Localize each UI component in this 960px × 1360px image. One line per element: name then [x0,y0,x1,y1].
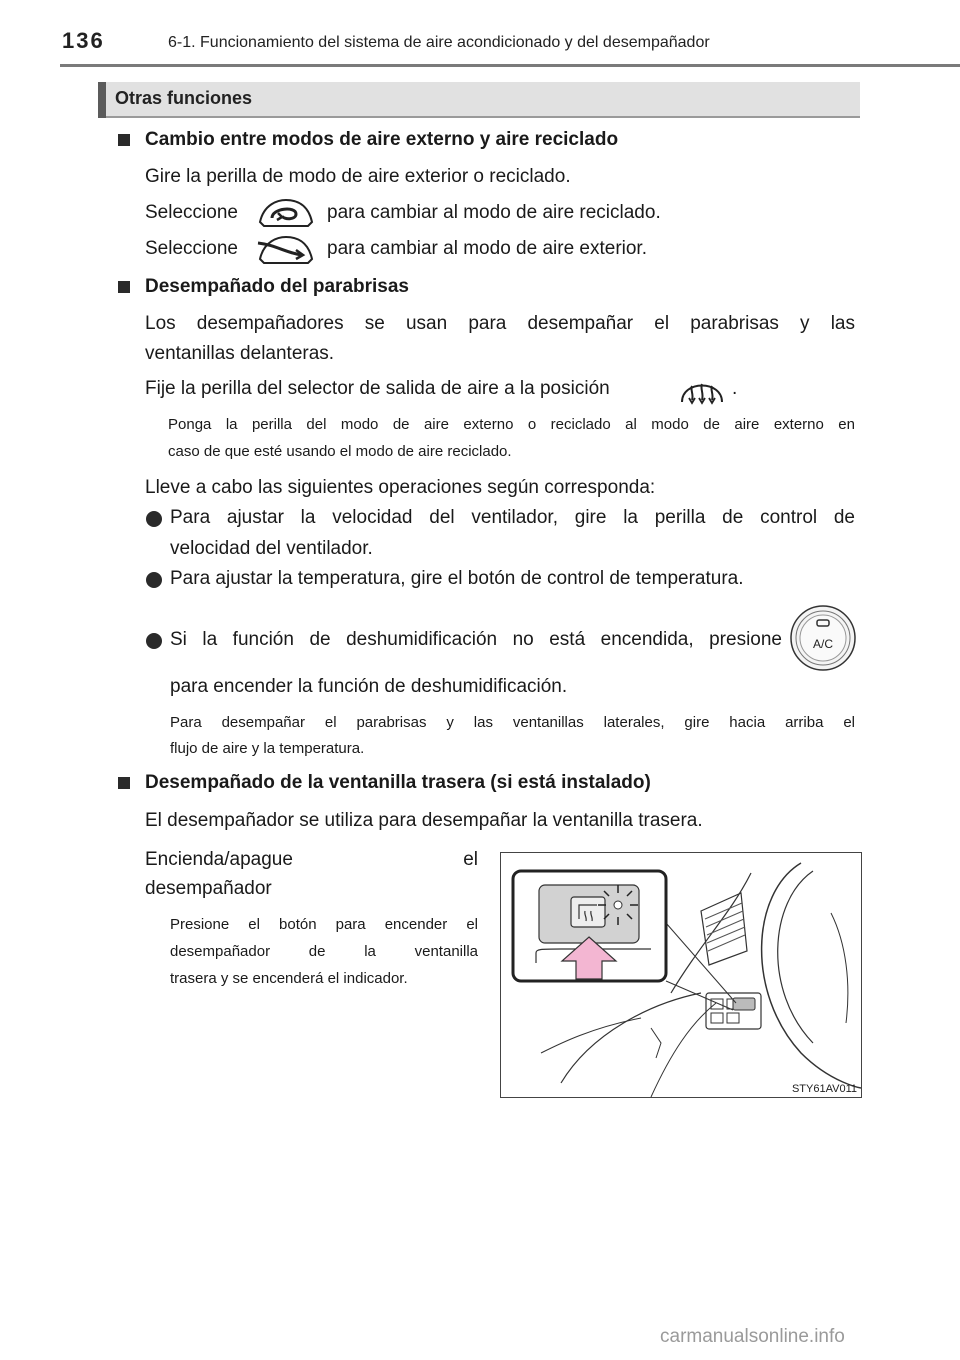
round-bullet-icon [146,633,162,649]
round-bullet-icon [146,572,162,588]
arrow-icon [560,936,618,980]
paragraph: Lleve a cabo las siguientes operaciones … [145,477,656,498]
note: Para desempañar el parabrisas y las vent… [170,714,855,731]
paragraph: desempañador [145,878,272,899]
outside-air-icon [257,235,314,264]
paragraph: ventanillas delanteras. [145,343,335,364]
section-title: Otras funciones [115,88,253,108]
figure-code: STY61AV011 [791,1083,857,1095]
round-bullet-icon [146,511,162,527]
section-bar [98,82,860,118]
note: desempañador de la ventanilla [170,943,478,960]
bullet-text: velocidad del ventilador. [170,538,373,559]
square-bullet-icon [118,281,130,293]
note: flujo de aire y la temperatura. [170,740,365,757]
bullet-text: Para ajustar la velocidad del ventilador… [170,507,855,528]
subheading-windshield: Desempañado del parabrisas [145,276,409,297]
bullet-text: para encender la función de deshumidific… [170,676,568,697]
paragraph: Gire la perilla de modo de aire exterior… [145,166,571,187]
subheading-air-mode: Cambio entre modos de aire externo y air… [145,129,619,150]
note: trasera y se encenderá el indicador. [170,970,408,987]
square-bullet-icon [118,777,130,789]
bullet-text: Para ajustar la temperatura, gire el bot… [170,568,744,589]
paragraph: . [732,378,738,399]
recirculated-air-icon [258,198,314,227]
note: Ponga la perilla del modo de aire extern… [168,416,855,433]
ac-button-icon: A/C [790,605,856,671]
paragraph: Fije la perilla del selector de salida d… [145,378,610,399]
note: caso de que esté usando el modo de aire … [168,443,512,460]
subheading-rear-window: Desempañado de la ventanilla trasera (si… [145,772,651,793]
bullet-text: Si la función de deshumidificación no es… [170,629,782,650]
dashboard-drawing [511,862,861,1097]
note: Presione el botón para encender el [170,916,478,933]
paragraph: Seleccione [145,238,238,259]
windshield-defrost-icon [681,383,723,405]
ac-label: A/C [813,637,833,651]
paragraph: Seleccione [145,202,238,223]
paragraph: Encienda/apague el [145,849,478,870]
watermark: carmanualsonline.info [660,1326,845,1347]
rear-defogger-illustration: STY61AV011 [500,852,862,1098]
header-divider [60,64,960,67]
chapter-title: 6-1. Funcionamiento del sistema de aire … [168,34,710,51]
paragraph: El desempañador se utiliza para desempañ… [145,810,703,831]
paragraph: Los desempañadores se usan para desempañ… [145,313,855,334]
paragraph: para cambiar al modo de aire exterior. [327,238,647,259]
page-number: 136 [62,28,105,53]
square-bullet-icon [118,134,130,146]
paragraph: para cambiar al modo de aire reciclado. [327,202,661,223]
